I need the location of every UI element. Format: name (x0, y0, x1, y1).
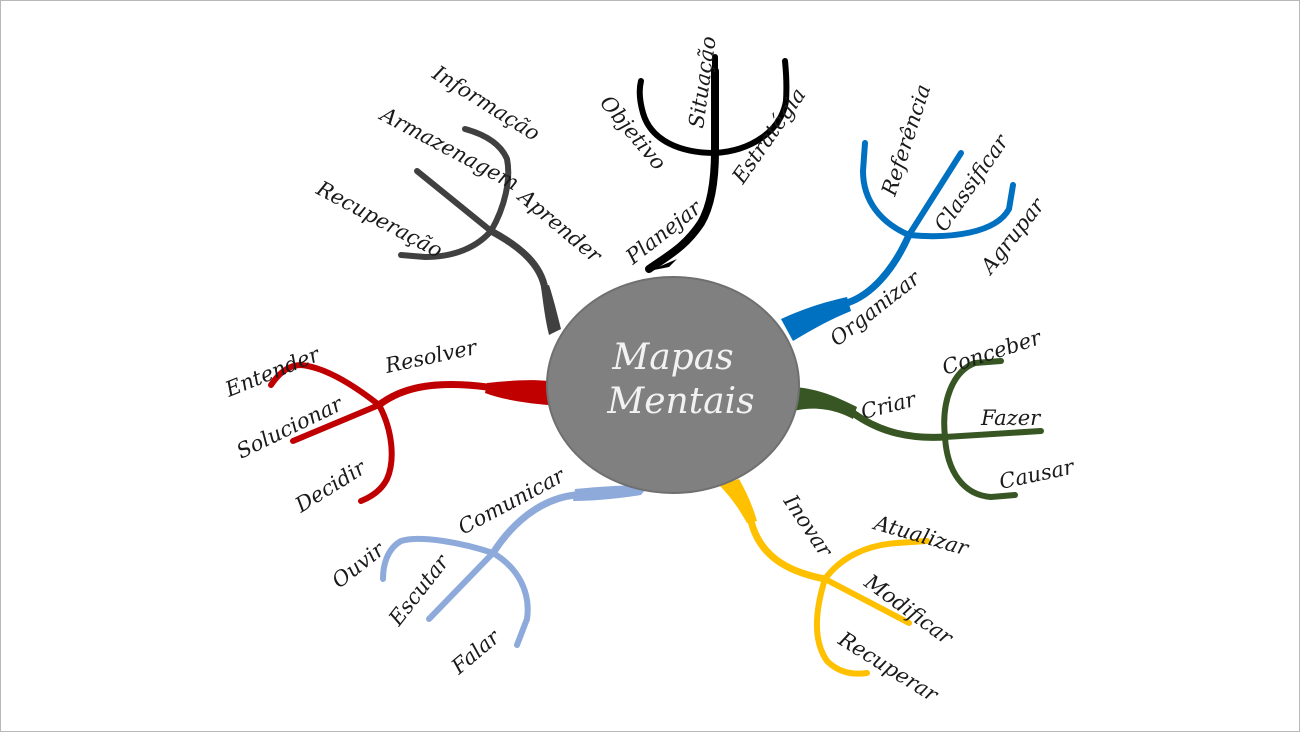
branch-inovar-sub-atualizar (822, 538, 930, 582)
branch-resolver: Resolver Entender Solucionar Decidir (221, 335, 549, 518)
branch-resolver-sub-entender (268, 361, 382, 408)
branch-resolver-trunk (375, 380, 491, 409)
center-ellipse (546, 276, 800, 494)
leaf-label-entender: Entender (221, 342, 325, 403)
branch-planejar-sub-objetivo (636, 78, 718, 156)
branch-inovar-sub-recuperar (814, 576, 870, 677)
branch-organizar-sub-agrupar (906, 182, 1016, 240)
leaf-label-ouvir: Ouvir (327, 536, 390, 593)
leaf-label-causar: Causar (997, 454, 1078, 494)
leaf-label-estrategia: Estratégia (727, 83, 811, 188)
leaf-label-fazer: Fazer (980, 406, 1042, 430)
branch-aprender: Aprender Informação Armazenagem Recupera… (312, 60, 608, 335)
branch-resolver-sub-solucionar (290, 402, 382, 444)
leaf-label-modificar: Modificar (859, 569, 959, 650)
branch-planejar: Planejar Objetivo Situação Estratégia (595, 35, 811, 273)
branch-inovar-sub-modificar (822, 576, 912, 626)
center-title-line2: Mentais (606, 381, 754, 422)
branch-criar-taper (793, 387, 857, 419)
branch-comunicar-taper (573, 485, 649, 501)
leaf-label-decidir: Decidir (290, 455, 371, 518)
branch-aprender-sub-informacao (462, 126, 512, 234)
branch-label-resolver: Resolver (382, 335, 481, 378)
branch-comunicar-trunk (489, 491, 579, 557)
branch-label-criar: Criar (858, 387, 919, 424)
branch-planejar-sub-estrategia (712, 58, 790, 156)
branch-criar-sub-causar (942, 434, 1018, 501)
leaf-label-recuperar: Recuperar (834, 626, 944, 707)
branch-resolver-sub-decidir (358, 402, 395, 504)
branch-comunicar-sub-ouvir (380, 535, 496, 582)
center-title-line1: Mapas (611, 337, 733, 378)
branch-criar-trunk (849, 409, 949, 441)
leaf-label-falar: Falar (446, 624, 506, 680)
leaf-label-atualizar: Atualizar (870, 510, 973, 561)
branch-inovar: Inovar Atualizar Modificar Recuperar (719, 479, 973, 708)
branch-criar-sub-fazer (942, 428, 1044, 440)
branch-label-inovar: Inovar (778, 490, 838, 563)
branch-organizar: Organizar Referência Classificar Agrupar (781, 81, 1050, 351)
leaf-label-referencia: Referência (877, 81, 936, 199)
branch-organizar-sub-classificar (906, 150, 964, 238)
branch-criar-sub-conceber (941, 358, 1004, 440)
leaf-label-recuperacao: Recuperação (312, 176, 447, 263)
branch-inovar-trunk (747, 517, 829, 583)
branch-planejar-trunk-taper (649, 259, 677, 271)
leaf-label-conceber: Conceber (939, 325, 1046, 380)
branch-resolver-taper (485, 380, 549, 405)
branch-comunicar-sub-falar (490, 550, 531, 648)
branch-organizar-trunk (843, 231, 913, 307)
branch-aprender-sub-recuperacao (398, 228, 494, 261)
branch-inovar-taper (719, 479, 757, 523)
center-node: Mapas Mentais (546, 276, 800, 494)
branch-aprender-taper (541, 285, 561, 335)
branch-planejar-trunk (645, 67, 719, 273)
branch-organizar-sub-referencia (859, 140, 912, 238)
leaf-label-objetivo: Objetivo (595, 91, 671, 175)
branch-criar: Criar Conceber Fazer Causar (793, 325, 1078, 501)
branch-aprender-trunk (487, 227, 549, 293)
branch-aprender-sub-armazenagem (414, 168, 494, 234)
branch-organizar-taper (781, 297, 851, 341)
leaf-label-escutar: Escutar (383, 549, 454, 631)
branch-comunicar-sub-escutar (426, 550, 496, 622)
